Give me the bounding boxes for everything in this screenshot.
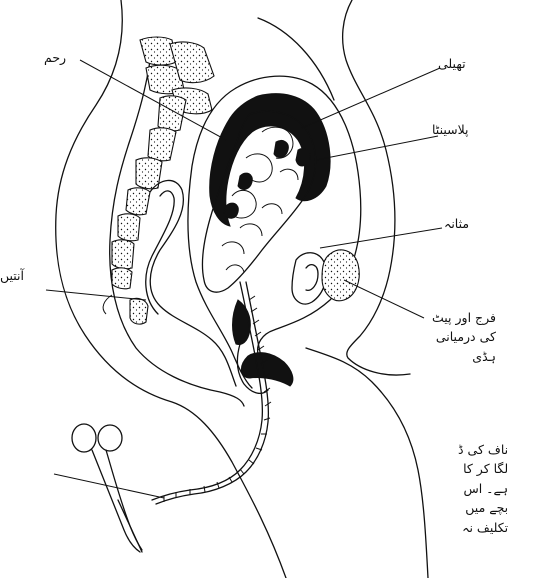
- pubic-bone: [322, 250, 359, 301]
- clamp-scissors: [72, 424, 142, 552]
- label-placenta: پلاسینٹا: [432, 124, 469, 137]
- abdomen-front-outline: [343, 0, 410, 375]
- abdomen-inner-outline: [258, 18, 334, 100]
- leader-bladder: [320, 228, 442, 248]
- label-pubic-bone-line-2: کی درمیانی: [432, 327, 496, 346]
- spine: [103, 37, 214, 324]
- cord-note-line-4: بچے میں: [458, 498, 508, 517]
- leader-pubic-bone: [344, 280, 424, 318]
- cord-note-line-1: ناف کی ڈ: [458, 440, 508, 459]
- leader-intestines: [46, 290, 146, 300]
- label-bladder: مثانہ: [444, 218, 469, 231]
- label-membrane: تھیلی: [438, 58, 466, 71]
- leader-placenta: [316, 136, 438, 160]
- label-pubic-bone: فرج اور پیٹ کی درمیانی ہڈی: [432, 308, 496, 366]
- thigh-outline: [306, 348, 428, 578]
- cervix: [233, 300, 251, 344]
- label-intestines: آنتیں: [0, 270, 24, 283]
- bladder: [292, 253, 326, 304]
- leader-cord-note: [54, 474, 164, 498]
- cord-note-line-2: لگا کر کا: [458, 459, 508, 478]
- cord-note-line-5: تکلیف نہ: [458, 518, 508, 537]
- label-cord-note: ناف کی ڈ لگا کر کا ہے۔ اس بچے میں تکلیف …: [458, 440, 508, 537]
- vaginal-canal: [241, 353, 292, 386]
- cord-note-line-3: ہے۔ اس: [458, 479, 508, 498]
- label-pubic-bone-line-1: فرج اور پیٹ: [432, 308, 496, 327]
- label-pubic-bone-line-3: ہڈی: [432, 347, 496, 366]
- label-uterus: رحم: [44, 52, 66, 65]
